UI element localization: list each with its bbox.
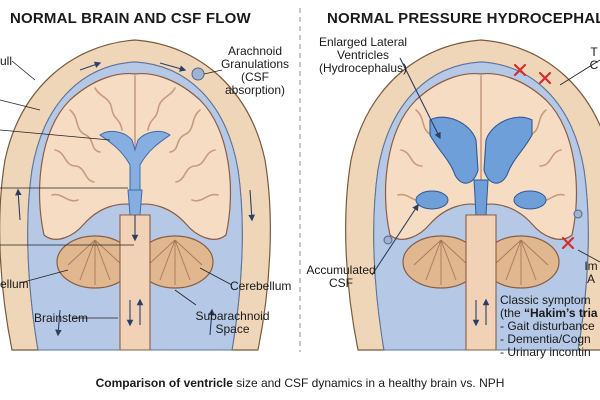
left-panel-title: NORMAL BRAIN AND CSF FLOW bbox=[10, 10, 251, 27]
figure-caption: Comparison of ventricle size and CSF dyn… bbox=[95, 376, 505, 390]
right-brainstem bbox=[465, 214, 497, 351]
symptoms-box: Classic symptom (the “Hakim’s tria - Gai… bbox=[500, 293, 598, 359]
label-brainstem: Brainstem bbox=[34, 311, 89, 325]
label-cerebellum-left: ellum bbox=[0, 277, 29, 291]
label-impaired-absorption: Im A bbox=[584, 259, 598, 286]
label-top-cut: T C bbox=[589, 45, 599, 72]
right-brain bbox=[345, 39, 600, 351]
left-brain bbox=[0, 39, 271, 351]
label-enlarged-ventricles: Enlarged Lateral Ventricles (Hydrocephal… bbox=[318, 35, 408, 75]
label-skull: ull bbox=[0, 54, 13, 68]
left-brainstem bbox=[119, 214, 151, 351]
x-mark-icon bbox=[513, 63, 575, 250]
right-enlarged-ventricle-l bbox=[429, 116, 479, 184]
left-ventricles bbox=[99, 130, 171, 191]
right-enlarged-ventricle-r bbox=[483, 116, 533, 184]
left-sulci bbox=[51, 75, 219, 206]
label-arachnoid-granulations: Arachnoid Granulations (CSF absorption) bbox=[220, 44, 290, 97]
label-subarachnoid-space: Subarachnoid Space bbox=[195, 309, 270, 336]
left-csf-arrows bbox=[15, 61, 255, 337]
label-accumulated-csf: Accumulated CSF bbox=[306, 263, 376, 290]
right-panel-title: NORMAL PRESSURE HYDROCEPHALUS bbox=[327, 10, 600, 27]
label-cerebellum-right: Cerebellum bbox=[230, 279, 292, 293]
